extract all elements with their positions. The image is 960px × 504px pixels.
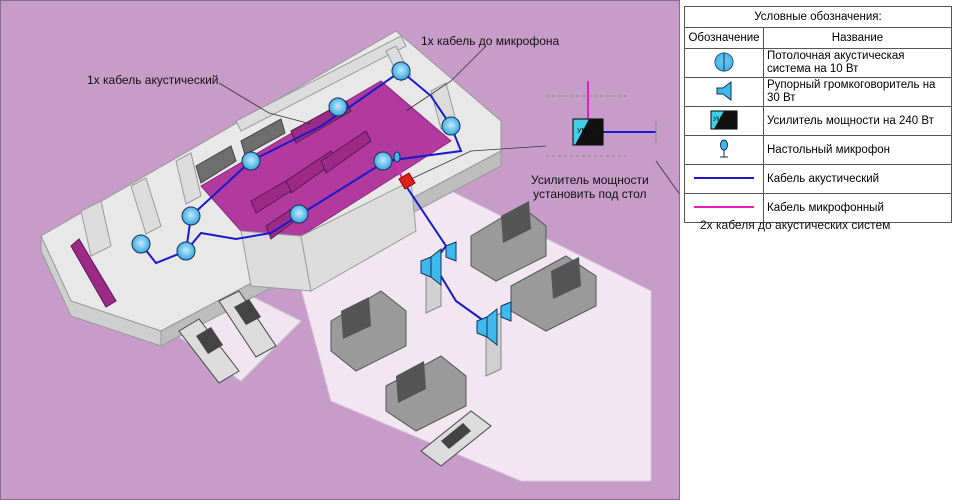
legend-name: Потолочная акустическая система на 10 Вт	[763, 48, 952, 78]
amplifier-callout-line1: Усилитель мощности	[531, 173, 649, 187]
amplifier-label: УМ	[577, 128, 587, 135]
legend-row: Кабель микрофонный	[684, 193, 952, 223]
legend-table: Условные обозначения: Обозначение Назван…	[684, 6, 952, 223]
ceiling-speaker-icon	[289, 204, 309, 224]
legend-row: УМ Усилитель мощности на 240 Вт	[684, 106, 952, 136]
horn-speaker-icon	[476, 316, 488, 338]
svg-text:УМ: УМ	[713, 117, 722, 123]
ceiling-speaker-icon	[328, 97, 348, 117]
ceiling-speaker-icon	[176, 241, 196, 261]
amplifier-icon-shade	[575, 119, 603, 145]
amplifier-callout-line2: установить под стол	[533, 187, 647, 201]
ceiling-speaker-icon	[181, 206, 201, 226]
legend-row: Кабель акустический	[684, 164, 952, 194]
amplifier-marker	[398, 172, 416, 190]
amplifier-callout: Усилитель мощности установить под стол	[531, 173, 649, 201]
ceiling-speaker-icon	[131, 234, 151, 254]
speaker-cable-icon	[694, 177, 754, 179]
legend-col-symbol: Обозначение	[684, 27, 764, 49]
partition-walls	[80, 35, 457, 292]
horn-speaker-icon	[486, 307, 498, 347]
ceiling-speaker-icon	[391, 61, 411, 81]
amplifier-icon: УМ	[710, 110, 738, 129]
legend-name: Рупорный громкоговоритель на 30 Вт	[763, 77, 952, 107]
floor-plan-drawing: УМ	[40, 30, 679, 482]
horn-speaker-icon	[430, 247, 442, 287]
horn-speaker-icon	[420, 256, 432, 278]
legend-row: Рупорный громкоговоритель на 30 Вт	[684, 77, 952, 107]
horn-speaker-icon	[445, 241, 457, 262]
legend-name: Усилитель мощности на 240 Вт	[763, 106, 952, 136]
microphone-icon	[720, 139, 728, 157]
outside-cables-callout: 2х кабеля до акустических систем	[700, 218, 891, 232]
ceiling-speaker-icon	[714, 52, 734, 71]
floor-plan: УМ 1х кабель до микрофона 1х кабель акус…	[0, 0, 680, 500]
horn-speaker-icon	[716, 80, 732, 101]
car-windows	[196, 299, 471, 449]
horn-speaker-icon	[500, 301, 512, 322]
dark-racks	[195, 118, 286, 184]
legend-name: Настольный микрофон	[763, 135, 952, 165]
speaker-cable-callout: 1х кабель акустический	[87, 73, 219, 87]
speaker-cable-line	[140, 69, 463, 265]
wiring-schematic: УМ	[546, 81, 657, 157]
ceiling-speakers	[131, 61, 461, 261]
microphone-icon	[393, 151, 401, 163]
ceiling-speaker-icon	[441, 116, 461, 136]
legend-name: Кабель акустический	[763, 164, 952, 194]
legend-col-name: Название	[763, 27, 952, 49]
kiosk-roofs	[341, 201, 581, 403]
ceiling-speaker-icon	[241, 151, 261, 171]
ceiling-speaker-icon	[373, 151, 393, 171]
legend-row: Потолочная акустическая система на 10 Вт	[684, 48, 952, 78]
mic-cable-callout: 1х кабель до микрофона	[421, 34, 560, 48]
legend-title: Условные обозначения:	[684, 6, 952, 28]
horn-speakers	[420, 241, 512, 347]
legend-row: Настольный микрофон	[684, 135, 952, 165]
leader-lines	[218, 45, 679, 194]
legend-name: Кабель микрофонный	[763, 193, 952, 223]
mic-cable-icon	[694, 206, 754, 208]
